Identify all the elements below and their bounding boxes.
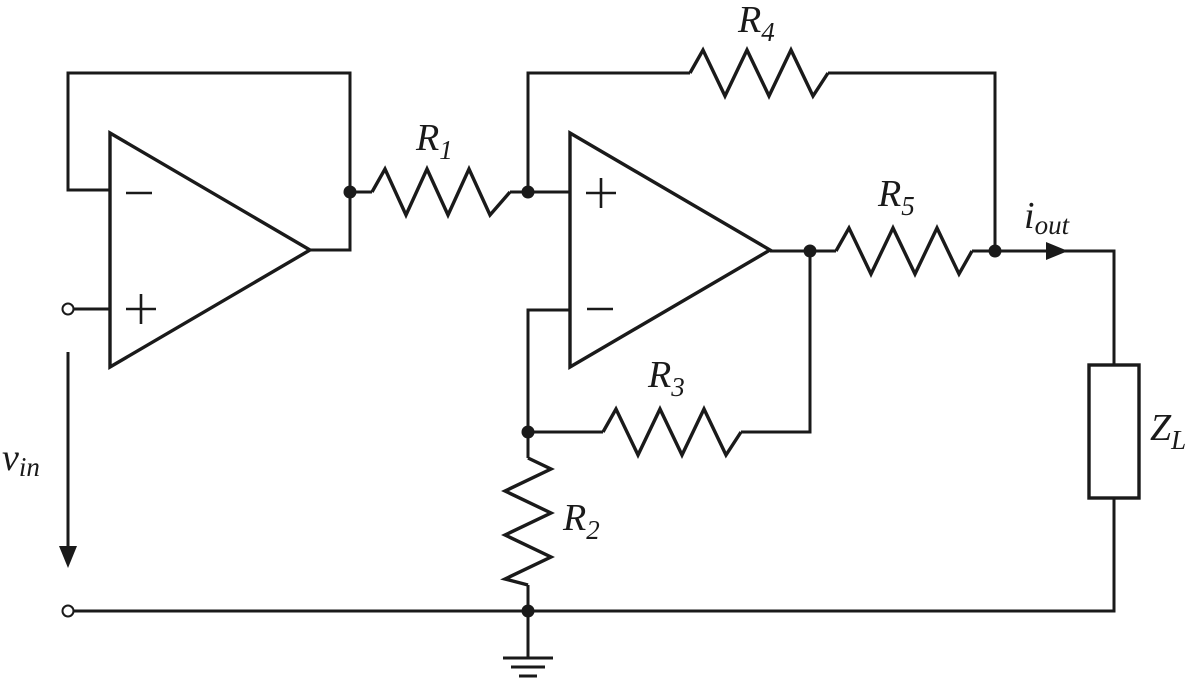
junction-dot: [521, 425, 535, 439]
wire-r4-right: [828, 71, 997, 251]
label-r5: R5: [877, 173, 915, 221]
wire-minus-to-r2: [526, 308, 570, 458]
label-i-out: iout: [1024, 195, 1071, 240]
vin-arrowhead: [59, 546, 77, 568]
wire-r3-to-output: [741, 251, 812, 434]
resistor-r5: [834, 224, 974, 278]
wire-load-return: [73, 498, 1116, 613]
wire-buffer-feedback: [66, 71, 352, 252]
junction-dot: [988, 244, 1002, 258]
junction-dot: [521, 185, 535, 199]
opamp-buffer: [108, 130, 314, 370]
ground-symbol: [503, 656, 553, 678]
label-r4: R4: [737, 0, 775, 47]
resistor-r4: [688, 46, 830, 100]
wire-r4-left: [526, 71, 690, 192]
iout-arrowhead: [1046, 242, 1068, 260]
junction-dot: [343, 185, 357, 199]
label-z-l: ZL: [1150, 407, 1186, 455]
resistor-r1: [370, 164, 512, 220]
label-r3: R3: [647, 354, 685, 402]
junctions: [343, 185, 1002, 618]
label-v-in: vin: [2, 437, 40, 482]
opamp-main: [568, 130, 774, 370]
input-terminal-bottom: [61, 604, 75, 618]
label-r2: R2: [562, 497, 600, 545]
wires: [66, 71, 1116, 658]
resistor-r3: [601, 405, 743, 459]
resistor-r2: [500, 456, 555, 587]
input-terminal-top: [61, 302, 75, 316]
load-impedance-zl: [1087, 363, 1141, 500]
junction-dot: [803, 244, 817, 258]
wire-to-load: [995, 249, 1116, 365]
label-r1: R1: [415, 117, 453, 165]
junction-dot: [521, 604, 535, 618]
